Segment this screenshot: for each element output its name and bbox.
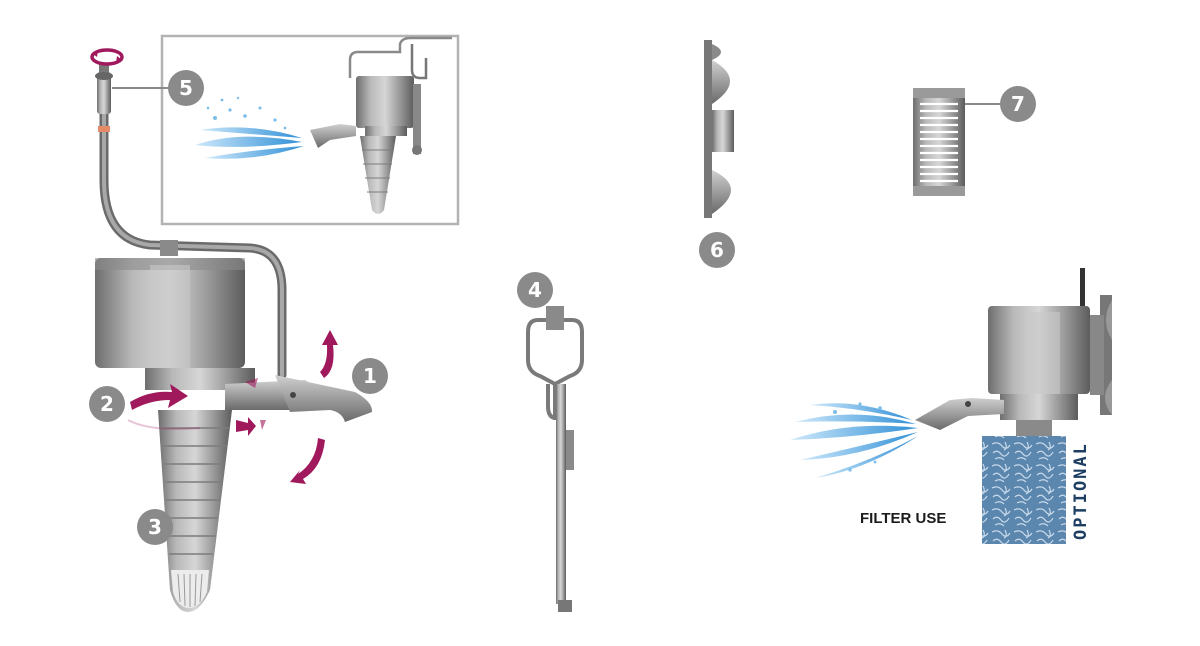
svg-text:4: 4 xyxy=(528,278,542,302)
callout-3: 3 xyxy=(137,509,173,545)
air-regulator xyxy=(95,64,113,114)
suction-cup-holder xyxy=(704,40,734,218)
filter-use-assembly xyxy=(915,268,1112,544)
water-jet-icon xyxy=(790,402,918,478)
callout-4: 4 xyxy=(517,272,553,308)
filter-use-label: FILTER USE xyxy=(860,510,946,527)
hanger-bar xyxy=(556,384,574,612)
svg-text:5: 5 xyxy=(179,76,193,100)
svg-text:7: 7 xyxy=(1011,92,1025,116)
main-pump xyxy=(90,48,373,612)
inset-pump xyxy=(310,36,452,214)
sponge-filter xyxy=(982,436,1066,544)
optional-label: OPTIONAL xyxy=(1071,442,1091,540)
callout-7: 7 xyxy=(965,86,1036,122)
svg-text:2: 2 xyxy=(100,392,114,416)
intake-cone xyxy=(158,410,232,612)
callout-1: 1 xyxy=(352,358,388,394)
svg-text:1: 1 xyxy=(363,364,377,388)
adjustment-arrows xyxy=(130,330,338,484)
filter-cartridge xyxy=(913,88,965,196)
svg-text:3: 3 xyxy=(148,515,162,539)
callout-2: 2 xyxy=(89,386,125,422)
callout-5: 5 xyxy=(112,70,204,106)
inset-panel xyxy=(160,34,460,226)
hanger-bracket xyxy=(526,306,584,420)
rotate-arrows-icon xyxy=(90,48,124,66)
svg-text:6: 6 xyxy=(710,238,724,262)
water-jet-icon xyxy=(195,96,304,159)
callout-6: 6 xyxy=(699,232,735,268)
